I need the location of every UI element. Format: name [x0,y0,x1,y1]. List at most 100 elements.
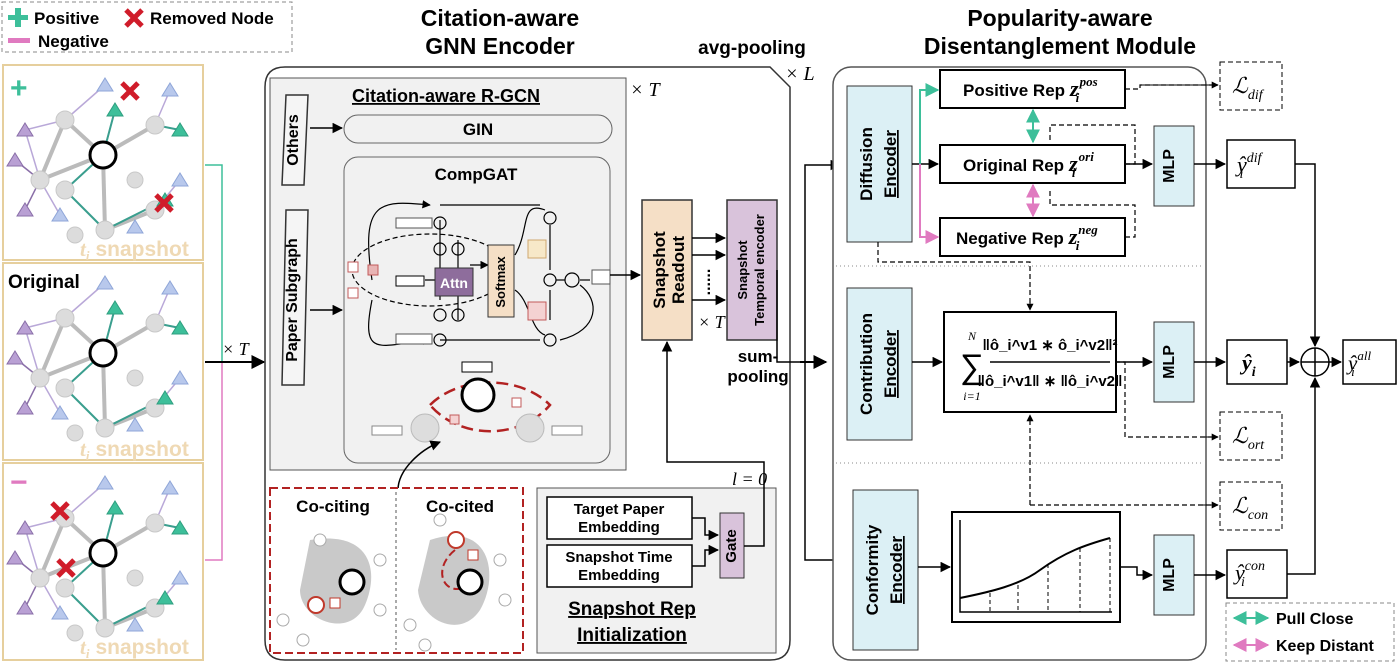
svg-text:ℒdif: ℒdif [1232,73,1265,103]
conformity-curve [959,520,1112,613]
pop-title-1: Popularity-aware [967,5,1152,31]
times-T-top: × T [630,79,661,101]
snapshot-time-1: Snapshot Time [565,549,672,566]
contribution-2: Encoder [881,330,900,398]
snapshot-t: t [80,237,87,261]
temporal-1: Snapshot [735,240,750,300]
times-L: × L [785,63,815,85]
legend-removed-node: Removed Node [150,9,274,28]
snapshot-time-2: Embedding [578,567,660,584]
paper-subgraph-box: Paper Subgraph [284,238,301,362]
svg-text:MLP: MLP [1161,149,1178,183]
contribution-encoder-box [846,287,913,441]
formula-denominator: ‖ô_i^v1‖ ∗ ‖ô_i^v2‖ [978,373,1123,390]
softmax-box [487,244,515,318]
attn-label: Attn [440,275,468,291]
positive-icon [8,8,28,27]
attn-box [434,267,474,297]
svg-text:ŷi: ŷi [1239,350,1256,380]
mlp-conformity [1153,534,1195,616]
co-citing-label: Co-citing [296,497,370,516]
conformity-1: Conformity [863,524,882,615]
negative-rep-label: Negative Rep [956,229,1064,248]
removed-node-icon [124,8,144,28]
y-box [1226,339,1288,385]
co-cited-label: Co-cited [426,497,494,516]
gate-label: Gate [723,529,740,562]
svg-text:......: ...... [697,269,714,296]
loss-ort-box [1219,411,1283,461]
diffusion-2: Encoder [881,130,900,198]
svg-text:i=1: i=1 [963,389,980,403]
conformity-curve-box [951,511,1121,623]
svg-text:ℒort: ℒort [1232,423,1265,453]
minus-sign: − [10,466,28,499]
gnn-title-2: GNN Encoder [425,33,575,59]
others-box: Others [285,114,302,166]
snapshot-rep-2: Initialization [577,625,687,646]
snapshot-label: snapshot [95,636,188,659]
removed-node-icon [56,558,76,578]
y-con-box [1226,549,1288,599]
co-cited-graph [403,513,512,652]
y-all-box [1342,339,1397,385]
negative-icon [8,38,30,43]
l-eq-0: l = 0 [732,469,767,489]
node-feature-icons [347,239,547,321]
snapshot-readout-box [641,199,693,341]
svg-text:MLP: MLP [1161,345,1178,379]
times-T-mid: × T [698,312,727,332]
gin-box: GIN [463,120,493,139]
legend-top: Positive Removed Node Negative [1,1,293,53]
removed-node-icon [120,81,140,101]
loss-con-box [1219,481,1283,531]
gate-box [719,512,745,579]
legend-keep-distant: Keep Distant [1276,638,1374,655]
pop-title-2: Disentanglement Module [924,33,1196,59]
loss-dif-box [1219,61,1283,111]
conformity-2: Encoder [887,536,906,604]
legend-positive: Positive [34,9,99,28]
target-paper-1: Target Paper [574,501,665,518]
plus-sign: + [10,72,28,105]
removed-node-icon [154,193,174,213]
legend-pull-close: Pull Close [1276,611,1353,628]
avg-pooling-label: avg-pooling [698,38,806,59]
co-citing-graph [276,533,387,647]
popularity-module: Popularity-aware Disentanglement Module … [832,5,1227,661]
svg-text:N: N [967,329,977,343]
svg-text:∑: ∑ [960,348,984,386]
original-rep-label: Original Rep [963,156,1064,175]
legend-negative: Negative [38,32,109,51]
positive-rep-label: Positive Rep [963,81,1065,100]
contribution-1: Contribution [857,313,876,415]
mlp-contribution [1153,321,1195,403]
diffusion-1: Diffusion [857,127,876,201]
conformity-encoder-box [852,489,919,651]
snapshot-label: snapshot [95,438,188,461]
snapshot-readout-2: Readout [669,236,688,304]
subgraph-illustration [371,361,583,443]
formula-numerator: ‖ô_i^v1 ∗ ô_i^v2‖² [982,337,1117,354]
target-paper-2: Embedding [578,519,660,536]
times-T-left: × T [222,339,251,359]
snapshot-rep-1: Snapshot Rep [568,599,696,620]
middle-section: avg-pooling × L Snapshot Readout ...... … [536,38,850,654]
temporal-2: Temporal encoder [752,214,767,326]
rgcn-title: Citation-aware R-GCN [352,86,540,106]
sum-pooling-2: pooling [727,367,788,386]
compgat-title: CompGAT [435,165,518,184]
diffusion-encoder-box [846,85,913,243]
